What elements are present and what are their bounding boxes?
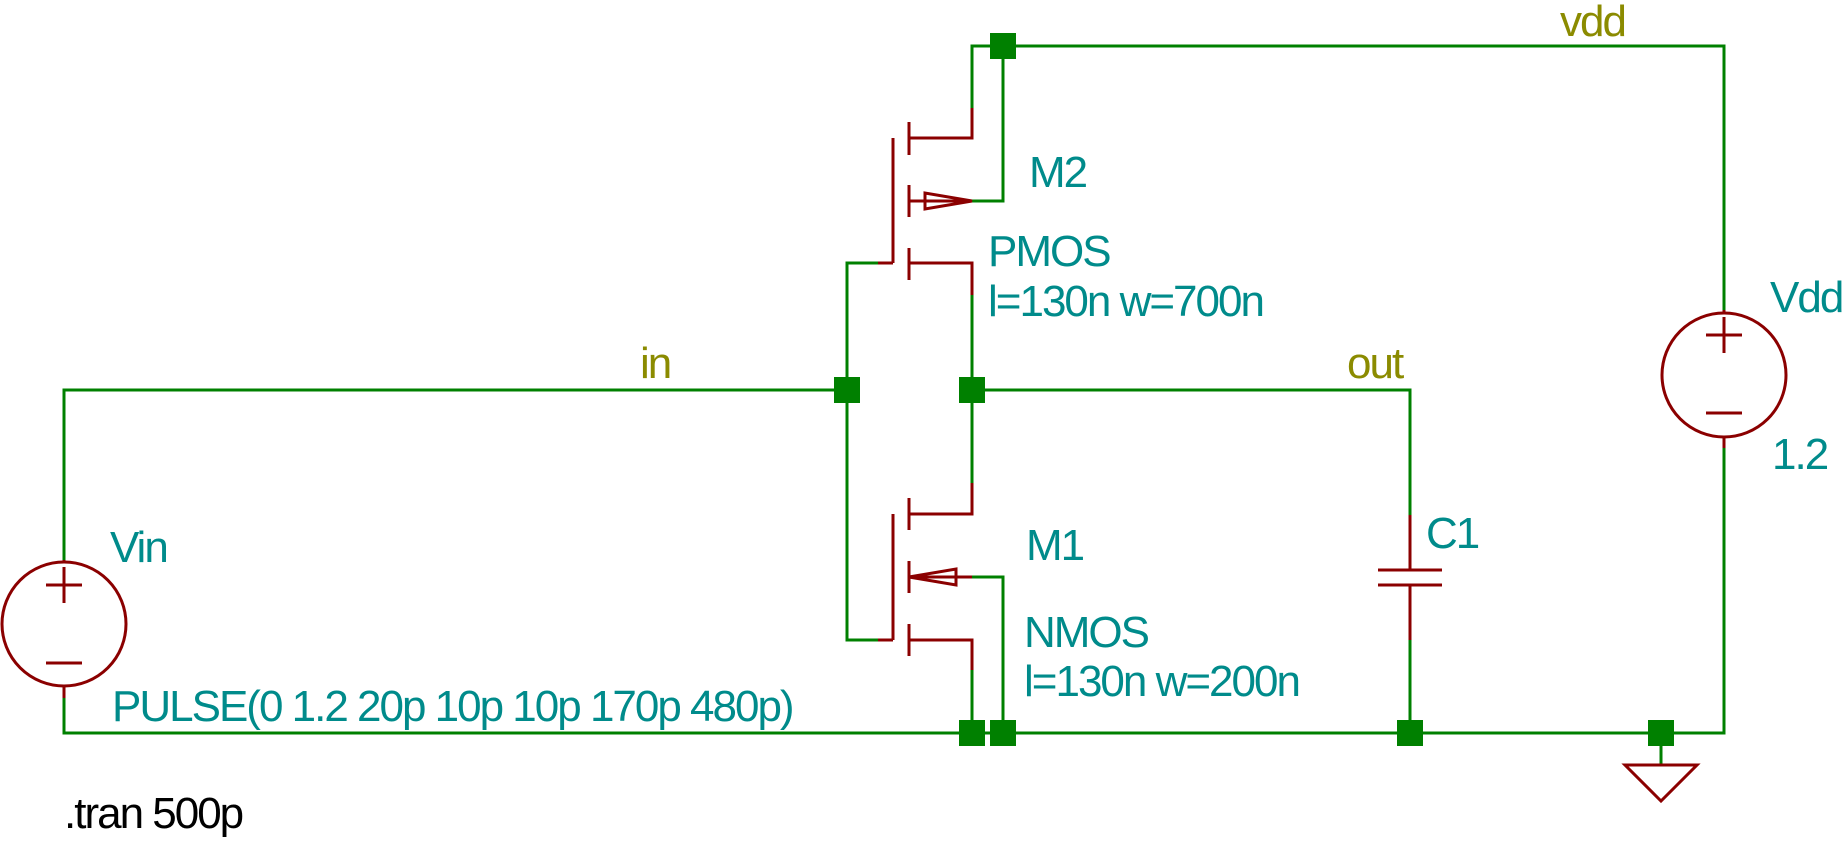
vin-name-label[interactable]: Vin <box>110 523 169 572</box>
m1-model-label[interactable]: NMOS <box>1024 608 1151 657</box>
c1-name-label[interactable]: C1 <box>1426 509 1481 558</box>
net-label-out[interactable]: out <box>1347 339 1406 388</box>
net-label-in[interactable]: in <box>640 339 672 388</box>
wire-m2-body-vdd[interactable] <box>970 44 1005 203</box>
nmos-m1-symbol[interactable] <box>878 483 974 670</box>
vdd-name-label[interactable]: Vdd <box>1770 273 1844 322</box>
nmos-arrow-icon <box>908 567 958 587</box>
wire-out[interactable] <box>970 388 1412 517</box>
m1-name-label[interactable]: M1 <box>1026 521 1086 570</box>
m2-model-label[interactable]: PMOS <box>988 227 1112 276</box>
m1-params-label[interactable]: l=130n w=200n <box>1024 657 1301 706</box>
junction-m1-body <box>990 720 1016 746</box>
junctions <box>834 33 1674 746</box>
voltage-source-vdd-symbol[interactable] <box>1660 310 1788 448</box>
junction-vdd <box>990 33 1016 59</box>
wire-m1-body-ground[interactable] <box>970 575 1005 735</box>
voltage-source-vin-symbol[interactable] <box>0 560 128 698</box>
wires <box>62 44 1726 767</box>
pmos-arrow-icon <box>923 191 973 211</box>
m2-params-label[interactable]: l=130n w=700n <box>988 277 1265 326</box>
junction-in <box>834 377 860 403</box>
vdd-value-label[interactable]: 1.2 <box>1772 430 1830 479</box>
junction-out <box>959 377 985 403</box>
net-label-vdd[interactable]: vdd <box>1560 0 1627 46</box>
spice-directive[interactable]: .tran 500p <box>64 789 245 838</box>
pmos-m2-symbol[interactable] <box>878 108 974 295</box>
vin-value-label[interactable]: PULSE(0 1.2 20p 10p 10p 170p 480p) <box>112 682 795 731</box>
junction-m1-source <box>959 720 985 746</box>
junction-ground <box>1648 720 1674 746</box>
wire-vin-in[interactable] <box>62 388 849 564</box>
capacitor-c1-symbol[interactable] <box>1378 515 1442 640</box>
ground-icon[interactable] <box>1621 763 1701 804</box>
wire-vdd-rail[interactable] <box>970 44 1726 312</box>
m2-name-label[interactable]: M2 <box>1029 148 1089 197</box>
junction-c1-ground <box>1397 720 1423 746</box>
wire-gate-m2[interactable] <box>845 261 880 642</box>
wire-vdd-source-ground[interactable] <box>1659 438 1726 735</box>
